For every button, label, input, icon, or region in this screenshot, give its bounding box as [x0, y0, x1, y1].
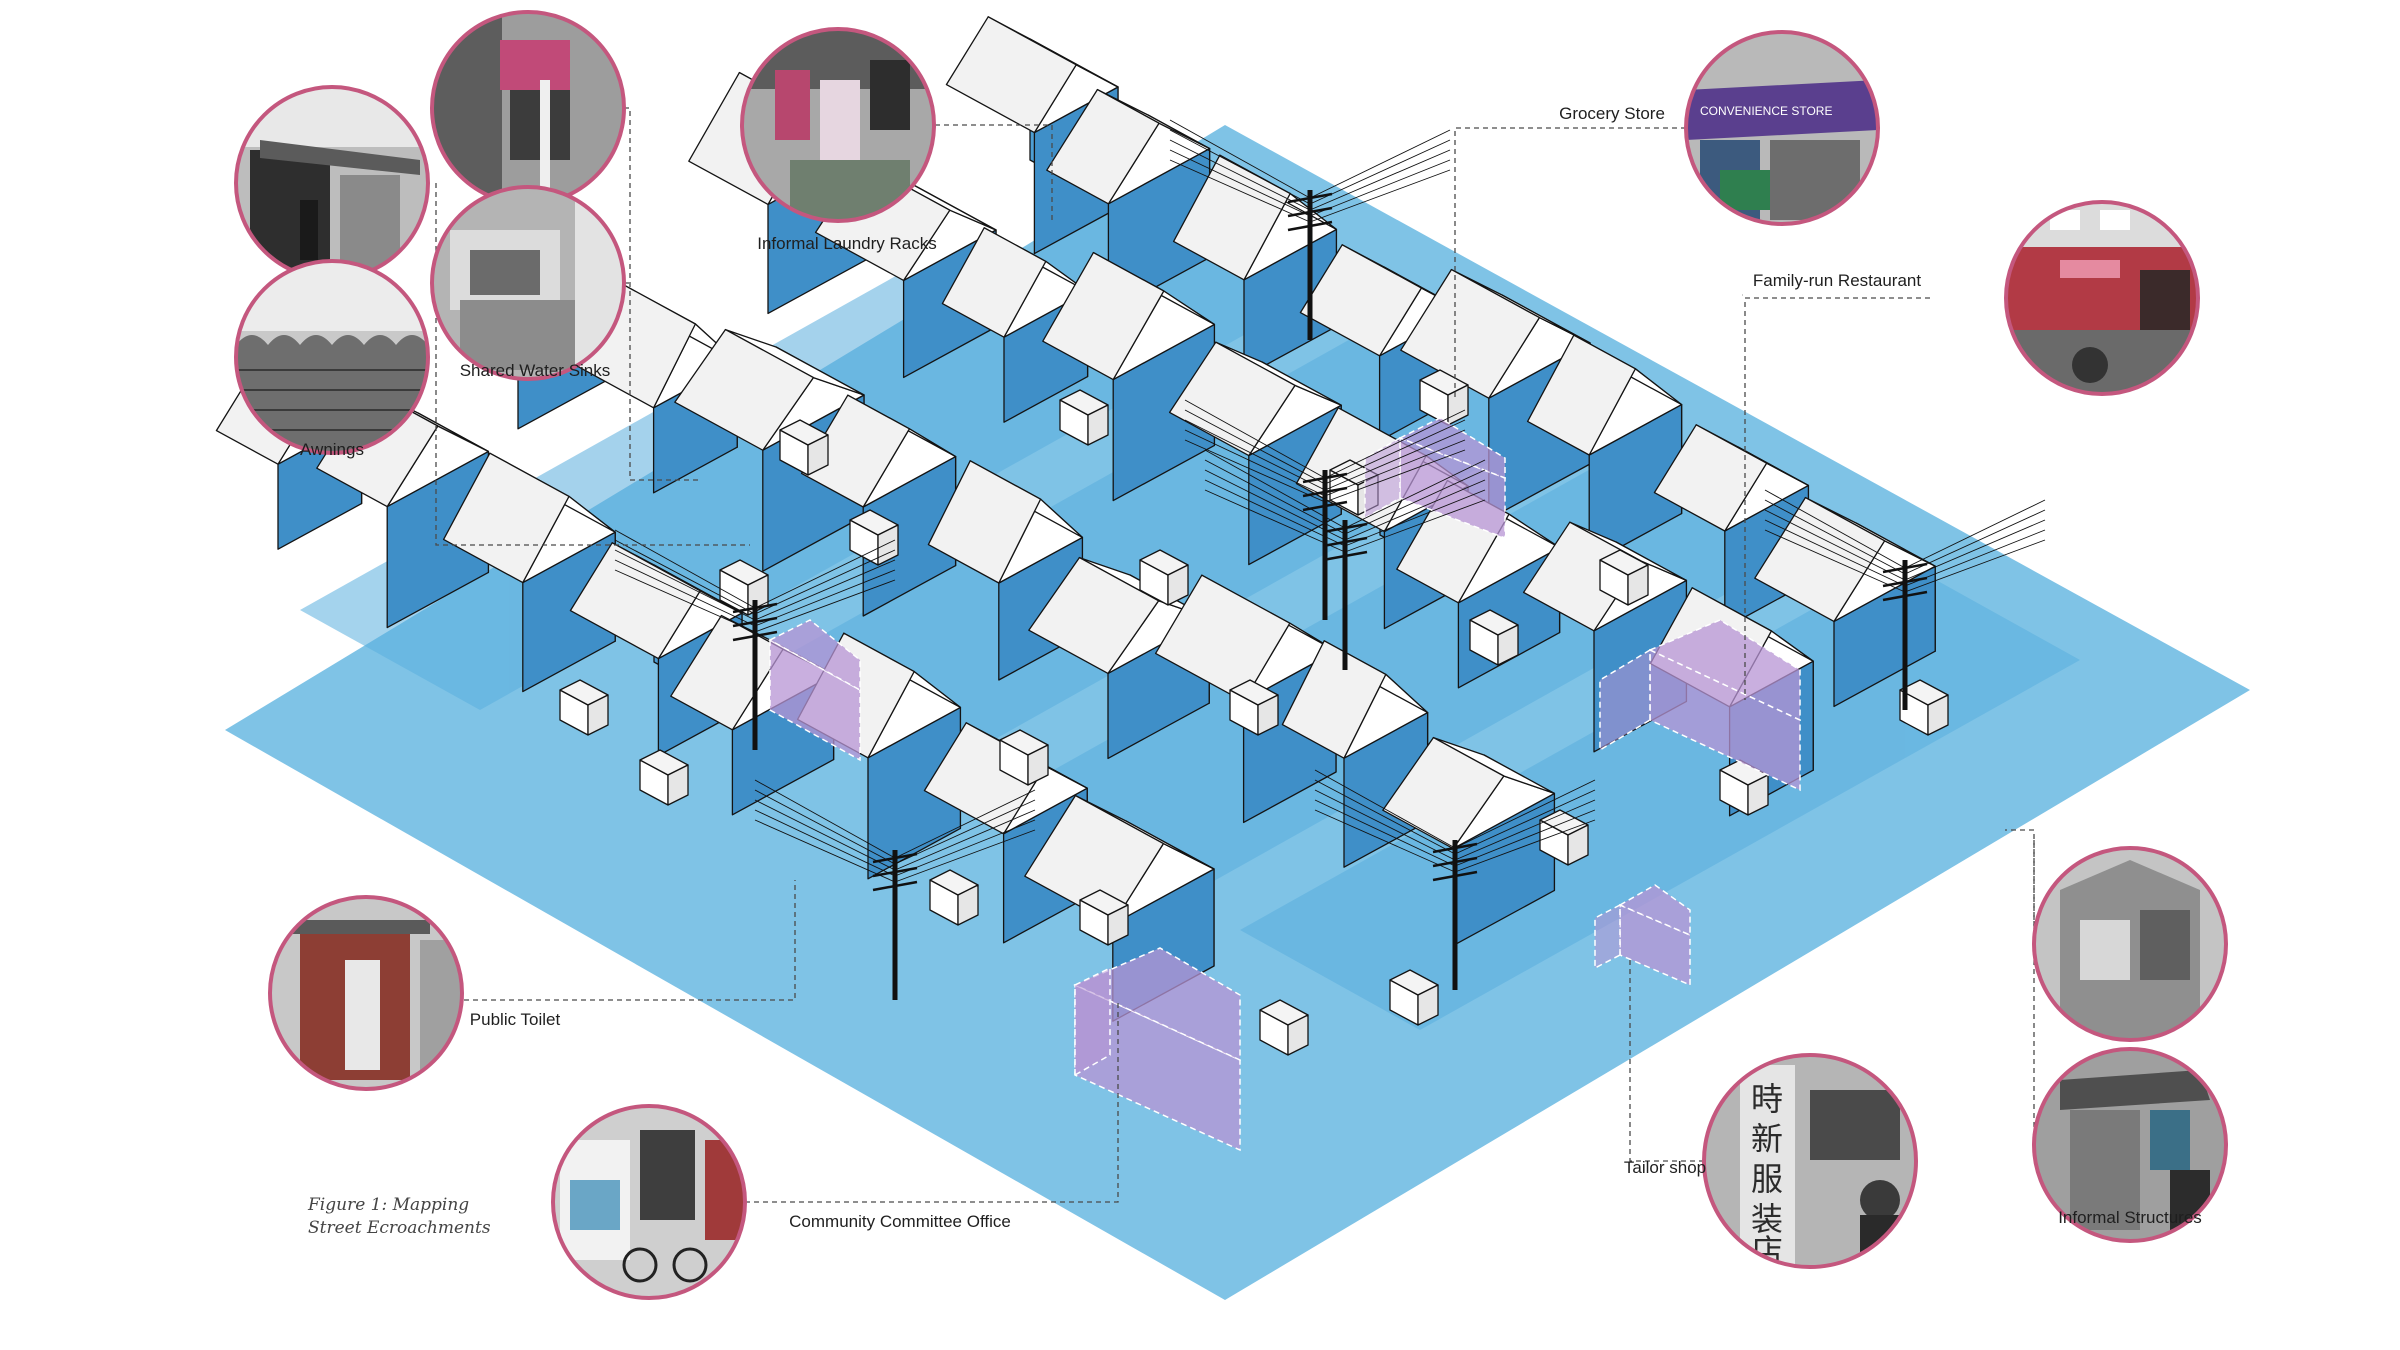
utility-pole [614, 529, 896, 750]
encroachment-volume [1599, 619, 1801, 792]
photo-frame [2032, 846, 2228, 1042]
utility-poles [614, 119, 2046, 1000]
callout-informal-structures: Informal Structures [2032, 846, 2228, 1243]
house-roof [927, 460, 1042, 584]
photo-frame [234, 259, 430, 455]
caption-line-2: Street Ecroachments [308, 1218, 491, 1238]
utility-pole [1204, 449, 1486, 670]
callout-label: Informal Structures [2058, 1208, 2202, 1227]
house [1382, 736, 1556, 947]
photo-water-sink [432, 12, 624, 204]
utility-pole [754, 779, 1036, 1000]
shed-box [559, 679, 609, 736]
callout-family-run-restaurant: Family-run Restaurant [1753, 200, 2200, 396]
callout-label: Informal Laundry Racks [757, 234, 937, 253]
shed-box [999, 729, 1049, 786]
shed-box [639, 749, 689, 806]
house [1042, 251, 1216, 502]
callout-label: Grocery Store [1559, 104, 1665, 123]
callout-awnings: Awnings [234, 85, 430, 459]
photo-informal-structures-2 [2034, 1049, 2226, 1241]
house-roof [1400, 268, 1541, 399]
house-roof [674, 328, 815, 451]
photo-frame [1684, 30, 1880, 226]
utility-pole [1764, 489, 2046, 710]
photo-frame [268, 895, 464, 1091]
photo-laundry [742, 29, 934, 221]
house-roof [1526, 334, 1637, 456]
photo-frame [2032, 1047, 2228, 1243]
house-roof [1281, 640, 1387, 759]
house-roof [1028, 556, 1160, 675]
tailor-sign-char: 装 [1751, 1200, 1783, 1238]
callout-label: Family-run Restaurant [1753, 271, 1921, 290]
house-roof [1653, 424, 1768, 532]
tailor-sign-char: 時 [1751, 1080, 1783, 1118]
grocery-awning-text: CONVENIENCE STORE [1700, 104, 1832, 118]
house-roof [1042, 251, 1165, 381]
encroachment-volume [1073, 947, 1241, 1152]
house-roof [1299, 244, 1423, 357]
photo-frame [1702, 1053, 1918, 1269]
shed-box [1599, 549, 1649, 606]
shed-box [929, 869, 979, 926]
shed-box [1389, 969, 1439, 1026]
encroachment-volume [768, 619, 861, 762]
callout-grocery-store: CONVENIENCE STORE Grocery Store [1559, 30, 1880, 226]
utility-pole [1184, 399, 1466, 620]
utility-pole [1169, 119, 1451, 340]
shed-box [1259, 999, 1309, 1056]
house [1526, 334, 1683, 565]
house-roof [1754, 496, 1886, 623]
photo-toilet [270, 897, 462, 1089]
callout-label: Tailor shop [1624, 1158, 1706, 1177]
photo-tailor: 時 新 服 装 店 [1704, 1055, 1916, 1267]
encroachment-volume [1594, 884, 1691, 987]
photo-frame [740, 27, 936, 223]
caption-line-1: Figure 1: Mapping [307, 1195, 469, 1215]
callout-public-toilet: Public Toilet [268, 895, 561, 1091]
callout-shared-water-sinks: Shared Water Sinks [430, 10, 626, 381]
house-roof [1046, 88, 1160, 205]
tailor-sign-char: 服 [1751, 1160, 1783, 1198]
utility-pole [1314, 769, 1596, 990]
photo-informal-structures [2034, 848, 2226, 1040]
house [442, 452, 616, 693]
tailor-sign-char: 新 [1751, 1120, 1783, 1158]
photo-frame [551, 1104, 747, 1300]
house-roof [442, 452, 570, 584]
photo-grocery: CONVENIENCE STORE [1686, 32, 1878, 224]
shed-box [1229, 679, 1279, 736]
callout-label: Community Committee Office [789, 1212, 1011, 1231]
callout-label: Awnings [300, 440, 364, 459]
figure-caption: Figure 1: Mapping Street Ecroachments [307, 1195, 491, 1238]
house-roof [1168, 341, 1296, 457]
house [1154, 574, 1337, 824]
callout-label: Public Toilet [470, 1010, 561, 1029]
shed-box [1059, 389, 1109, 446]
shed-box [1139, 549, 1189, 606]
shed-box [1419, 369, 1469, 426]
shed-box [1079, 889, 1129, 946]
house-roof [941, 227, 1047, 338]
house [1024, 794, 1215, 1022]
house-roof [569, 542, 701, 660]
shed-box [1469, 609, 1519, 666]
photo-frame [2004, 200, 2200, 396]
shed-box [1719, 759, 1769, 816]
house [1172, 154, 1338, 378]
photo-frame [430, 185, 626, 381]
house-roof [945, 16, 1077, 134]
photo-office [553, 1106, 745, 1298]
shed-box [779, 419, 829, 476]
callout-label: Shared Water Sinks [460, 361, 611, 380]
encroachment-volumes [768, 417, 1801, 1152]
house [800, 394, 957, 617]
house [1754, 496, 1936, 708]
callout-tailor-shop: 時 新 服 装 店 Tailor shop [1624, 1053, 1918, 1269]
house-roof [1522, 521, 1641, 632]
callout-community-committee-office: Community Committee Office [551, 1104, 1011, 1300]
callout-informal-laundry-racks: Informal Laundry Racks [740, 27, 937, 253]
